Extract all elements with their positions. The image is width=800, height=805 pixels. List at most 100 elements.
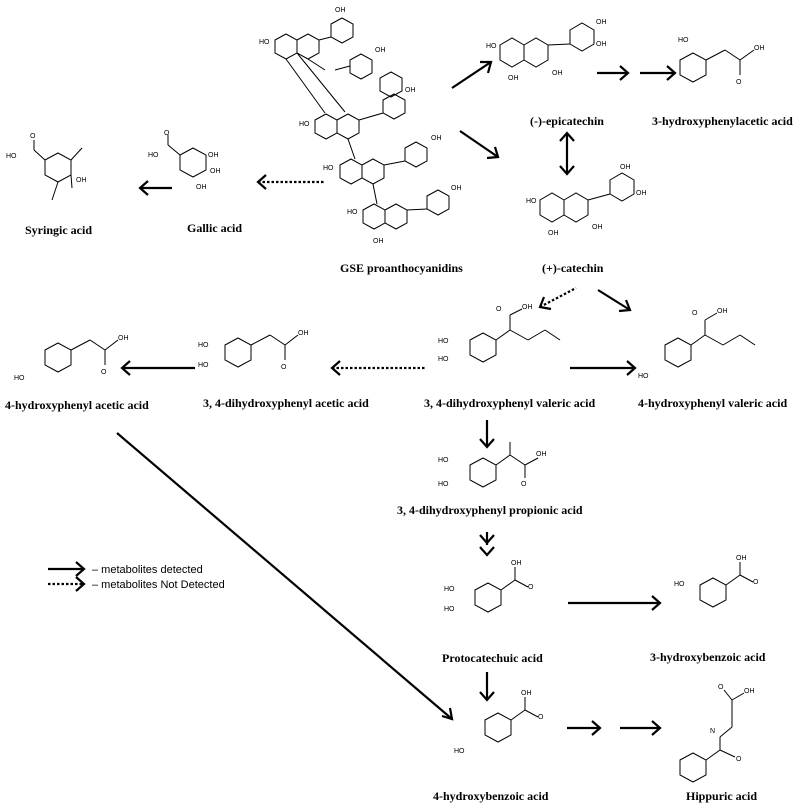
oh-label: OH [522, 304, 533, 311]
arrow-hpaa-to-4hba [116, 432, 454, 721]
oh-label: OH [298, 330, 309, 337]
oh-label: HO [454, 748, 465, 755]
dashed-arrow-gse-to-gallic [256, 174, 325, 190]
o-label: O [528, 584, 534, 591]
oh-label: HO [299, 121, 310, 128]
arrow-gse-to-epicatechin [451, 60, 493, 89]
catechin-structure: HO OH OH OH OH [526, 164, 647, 237]
o-label: O [538, 714, 544, 721]
oh-label: HO [259, 39, 270, 46]
oh-label: OH [592, 224, 603, 231]
arrow-epicatechin-catechin [559, 131, 575, 176]
hydroxyphenyl-acetic-acid-structure: HO O OH [14, 335, 129, 382]
label-dihydroxyphenyl-acetic-acid: 3, 4-dihydroxyphenyl acetic acid [203, 396, 369, 410]
oh-label: OH [596, 19, 607, 26]
legend-not-detected-label: – metabolites Not Detected [92, 579, 225, 591]
oh-label: HO [347, 209, 358, 216]
oh-label: OH [744, 688, 755, 695]
dihydroxyphenyl-propionic-acid-structure: HO HO O OH [438, 442, 547, 488]
oh-label: HO [323, 165, 334, 172]
oh-label: OH [405, 87, 416, 94]
hydroxyphenyl-valeric-acid-structure: HO O OH [638, 308, 756, 380]
label-catechin: (+)-catechin [542, 261, 604, 275]
dashed-arrow-dhpva-to-dhpaa [330, 360, 425, 376]
oh-label: HO [198, 362, 209, 369]
oh-label: OH [717, 308, 728, 315]
oh-label: OH [76, 177, 87, 184]
label-3-hydroxyphenylacetic-acid: 3-hydroxyphenylacetic acid [652, 114, 793, 128]
oh-label: OH [431, 135, 442, 142]
legend: – metabolites detected – metabolites Not… [48, 561, 225, 592]
oh-label: OH [736, 555, 747, 562]
oh-label: HO [678, 37, 689, 44]
legend-not-detected-arrow [48, 576, 86, 592]
o-label: O [736, 79, 742, 86]
label-hydroxyphenyl-valeric-acid: 4-hydroxyphenyl valeric acid [638, 396, 787, 410]
oh-label: OH [511, 560, 522, 567]
label-gse-proanthocyanidins: GSE proanthocyanidins [340, 261, 463, 275]
oh-label: HO [438, 356, 449, 363]
legend-detected-arrow [48, 561, 86, 577]
arrow-4hba-to-hippuric [567, 720, 662, 736]
3-hydroxybenzoic-acid-structure: HO OH O [674, 555, 759, 608]
arrow-protocatechuic-to-3hba [568, 595, 662, 611]
gallic-acid-structure: HO O OH OH OH [148, 130, 221, 191]
oh-label: HO [6, 153, 17, 160]
oh-label: OH [552, 70, 563, 77]
o-label: O [718, 684, 724, 691]
oh-label: OH [548, 230, 559, 237]
arrow-catechin-to-hpva [597, 289, 632, 313]
o-label: O [736, 756, 742, 763]
4-hydroxybenzoic-acid-structure: HO OH O [454, 690, 544, 755]
label-dihydroxyphenyl-valeric-acid: 3, 4-dihydroxyphenyl valeric acid [424, 396, 595, 410]
label-gallic-acid: Gallic acid [187, 221, 242, 235]
oh-label: HO [14, 375, 25, 382]
o-label: O [30, 133, 36, 140]
label-hippuric-acid: Hippuric acid [686, 789, 757, 803]
oh-label: HO [198, 342, 209, 349]
syringic-acid-structure: HO O OH [6, 133, 87, 201]
arrow-dhpva-to-hpva [570, 360, 637, 376]
oh-label: OH [335, 7, 346, 14]
o-label: O [692, 310, 698, 317]
gse-proanthocyanidins-structure: HO OH OH HO OH HO OH HO OH OH [259, 7, 462, 245]
protocatechuic-acid-structure: HO HO OH O [444, 560, 534, 613]
label-3-hydroxybenzoic-acid: 3-hydroxybenzoic acid [650, 650, 766, 664]
oh-label: OH [508, 75, 519, 82]
oh-label: OH [375, 47, 386, 54]
oh-label: OH [754, 45, 765, 52]
o-label: O [101, 369, 107, 376]
dashed-arrow-catechin-to-dhpva [538, 287, 577, 311]
label-dihydroxyphenyl-propionic-acid: 3, 4-dihydroxyphenyl propionic acid [397, 503, 583, 517]
oh-label: HO [638, 373, 649, 380]
oh-label: OH [636, 190, 647, 197]
label-4-hydroxybenzoic-acid: 4-hydroxybenzoic acid [433, 789, 549, 803]
oh-label: OH [451, 185, 462, 192]
oh-label: HO [438, 481, 449, 488]
o-label: O [281, 364, 287, 371]
oh-label: OH [210, 168, 221, 175]
arrow-protocatechuic-to-4hba [479, 672, 495, 702]
oh-label: OH [118, 335, 129, 342]
legend-detected-label: – metabolites detected [92, 564, 203, 576]
label-syringic-acid: Syringic acid [25, 223, 92, 237]
oh-label: HO [486, 43, 497, 50]
oh-label: OH [196, 184, 207, 191]
label-epicatechin: (-)-epicatechin [530, 114, 604, 128]
dihydroxyphenyl-valeric-acid-structure: HO HO O OH [438, 304, 561, 363]
label-protocatechuic-acid: Protocatechuic acid [442, 651, 543, 665]
arrow-gallic-to-syringic [138, 180, 172, 196]
3-hydroxyphenylacetic-acid-structure: HO O OH [678, 37, 765, 86]
n-label: N [710, 728, 715, 735]
oh-label: OH [596, 41, 607, 48]
epicatechin-structure: HO OH OH OH OH [486, 19, 607, 82]
oh-label: OH [521, 690, 532, 697]
oh-label: HO [438, 338, 449, 345]
oh-label: HO [444, 606, 455, 613]
label-hydroxyphenyl-acetic-acid: 4-hydroxyphenyl acetic acid [5, 398, 149, 412]
oh-label: HO [438, 457, 449, 464]
o-label: O [753, 579, 759, 586]
dihydroxyphenyl-acetic-acid-structure: HO HO O OH [198, 330, 309, 371]
arrow-dhppa-to-protocatechuic [479, 532, 495, 557]
